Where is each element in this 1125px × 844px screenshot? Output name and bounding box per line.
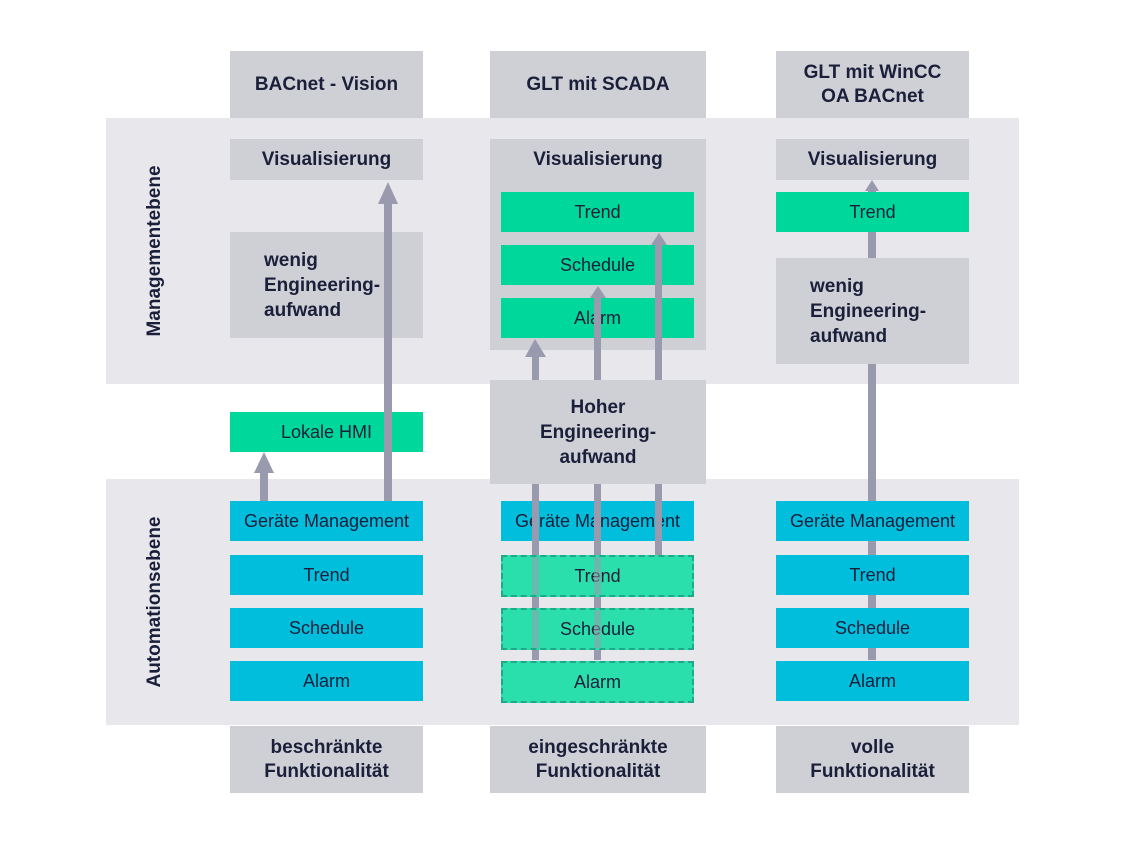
column-footer-glt-scada: eingeschränkte Funktionalität: [490, 726, 706, 793]
arrow-head-col3-main: [865, 180, 879, 191]
column-header-glt-scada: GLT mit SCADA: [490, 51, 706, 118]
arrow-over-col2-alarm-a: [594, 298, 601, 338]
arrow-head-col1-main: [378, 182, 398, 204]
arrow-through-col2-schedule-a: [532, 610, 539, 648]
arrow-through-col2-trend-a: [532, 557, 539, 595]
col1-alarm: Alarm: [230, 661, 423, 701]
col2-trend: Trend: [501, 192, 694, 232]
arrow-head-col2-trend: [651, 233, 667, 245]
arrow-col2-lower-c: [655, 484, 662, 556]
arrow-head-col1-hmi: [254, 452, 274, 473]
arrow-shaft-col3-main: [868, 190, 876, 660]
col3-schedule-automation: Schedule: [776, 608, 969, 648]
col3-visualization: Visualisierung: [776, 139, 969, 180]
col1-device-management: Geräte Management: [230, 501, 423, 541]
arrow-shaft-col1-main: [384, 203, 392, 501]
col1-trend: Trend: [230, 555, 423, 595]
col3-alarm-automation: Alarm: [776, 661, 969, 701]
arrow-head-col2-alarm: [525, 339, 546, 357]
arrow-shaft-col1-hmi: [260, 472, 268, 501]
col3-trend: Trend: [776, 192, 969, 232]
arrow-over-col1-engineering: [384, 232, 392, 338]
arrow-over-col2-schedule: [655, 245, 662, 285]
col2-engineering-effort: Hoher Engineering- aufwand: [490, 380, 706, 484]
col1-visualization: Visualisierung: [230, 139, 423, 180]
col2-alarm-automation: Alarm: [501, 661, 694, 703]
column-header-glt-wincc: GLT mit WinCC OA BACnet: [776, 51, 969, 118]
arrow-head-col2-schedule: [590, 286, 606, 298]
col2-visualization: Visualisierung: [490, 139, 706, 179]
column-footer-bacnet-vision: beschränkte Funktionalität: [230, 726, 423, 793]
arrow-through-col2-trend-b: [594, 557, 601, 595]
col3-engineering-effort: wenig Engineering- aufwand: [776, 258, 969, 364]
col1-schedule: Schedule: [230, 608, 423, 648]
arrow-over-col2-alarm-b: [655, 298, 662, 338]
col3-trend-automation: Trend: [776, 555, 969, 595]
arrow-through-col2-schedule-b: [594, 610, 601, 648]
col3-device-management: Geräte Management: [776, 501, 969, 541]
arrow-over-col1-hmi: [384, 412, 392, 452]
column-footer-glt-wincc: volle Funktionalität: [776, 726, 969, 793]
column-header-bacnet-vision: BACnet - Vision: [230, 51, 423, 118]
